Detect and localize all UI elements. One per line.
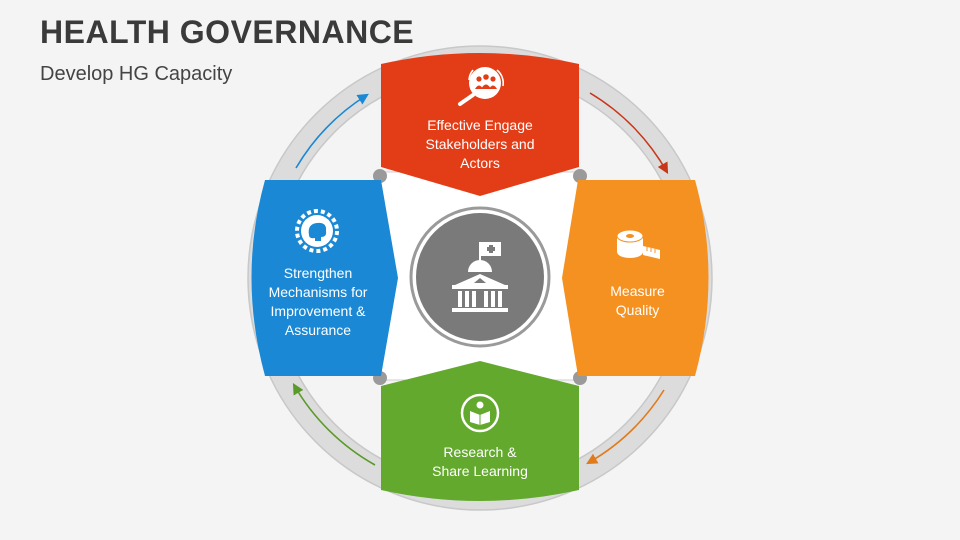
arrow-top-right [589,92,669,174]
segment-bottom-label: Research & Share Learning [432,444,528,479]
arrow-bottom-left [292,383,376,466]
government-building-flag-icon [452,242,508,312]
connector-dot [573,169,587,183]
connector-dot [373,169,387,183]
segment-right-label: Measure Quality [610,283,665,318]
measuring-tape-icon [616,229,660,259]
arrow-top-left [295,93,369,169]
segment-top[interactable] [381,53,579,196]
gear-brain-icon [295,209,339,253]
page-subtitle: Develop HG Capacity [40,63,233,85]
stakeholders-search-icon [458,67,505,106]
outer-ring-edge [247,45,713,511]
reading-person-icon [460,393,500,433]
segment-left[interactable] [251,180,399,376]
segment-right[interactable] [562,180,709,376]
page-title: HEALTH GOVERNANCE [40,14,415,50]
segment-left-label: Strengthen Mechanisms for Improvement & … [268,265,368,338]
segment-top-label: Effective Engage Stakeholders and Actors [425,117,535,171]
arrow-bottom-right [586,389,665,465]
